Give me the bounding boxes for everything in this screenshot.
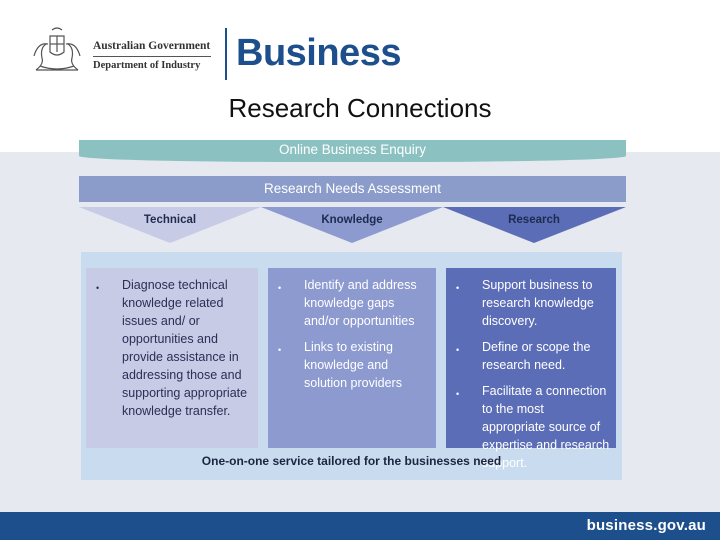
slide-title: Research Connections <box>0 92 720 124</box>
technical-column: • Diagnose technical knowledge related is… <box>86 268 258 448</box>
research-column: • Support business to research knowledge … <box>446 268 616 470</box>
enquiry-bar: Online Business Enquiry <box>79 140 626 162</box>
chevron-label-technical: Technical <box>143 214 197 226</box>
government-wordmark: Australian Government Department of Indu… <box>93 40 211 72</box>
bullet: • <box>278 345 282 355</box>
list-item-text: Diagnose technical knowledge related iss… <box>122 278 248 418</box>
bullet: • <box>96 283 100 293</box>
chevron-knowledge <box>261 207 443 243</box>
list-item: • Support business to research knowledge … <box>452 276 610 330</box>
bullet: • <box>456 345 460 355</box>
assessment-bar: Research Needs Assessment <box>79 176 626 202</box>
brand-divider <box>225 28 227 80</box>
technical-list: • Diagnose technical knowledge related is… <box>86 268 258 420</box>
list-item-text: Identify and address knowledge gaps and/… <box>304 278 417 328</box>
chevron-shapes <box>79 207 626 243</box>
coat-of-arms-icon <box>33 27 81 71</box>
services-panel: • Diagnose technical knowledge related is… <box>81 252 622 480</box>
list-item-text: Support business to research knowledge d… <box>482 278 594 328</box>
department-name: Department of Industry <box>93 60 201 71</box>
chevron-technical <box>79 207 261 243</box>
government-name: Australian Government <box>93 40 211 52</box>
footer-bar: business.gov.au <box>0 512 720 540</box>
list-item: • Diagnose technical knowledge related is… <box>92 276 252 420</box>
header: Australian Government Department of Indu… <box>0 0 720 88</box>
service-note: One-on-one service tailored for the busi… <box>201 454 502 468</box>
chevron-row: Technical Knowledge Research <box>79 207 626 247</box>
footer-url-link[interactable]: business.gov.au <box>586 517 706 534</box>
wordmark-rule <box>93 56 211 57</box>
list-item: • Facilitate a connection to the most app… <box>452 382 610 472</box>
list-item-text: Define or scope the research need. <box>482 340 591 372</box>
bullet: • <box>456 283 460 293</box>
knowledge-list: • Identify and address knowledge gaps and… <box>268 268 436 392</box>
research-list: • Support business to research knowledge … <box>446 268 616 472</box>
list-item-text: Facilitate a connection to the most appr… <box>482 384 610 470</box>
slide-title-text: Research Connections <box>228 93 492 123</box>
list-item: • Define or scope the research need. <box>452 338 610 374</box>
chevron-label-knowledge: Knowledge <box>321 214 383 226</box>
list-item: • Links to existing knowledge and solutio… <box>274 338 430 392</box>
bullet: • <box>278 283 282 293</box>
chevron-research <box>443 207 626 243</box>
chevron-label-research: Research <box>508 214 560 226</box>
brand-title: Business <box>236 32 401 74</box>
bullet: • <box>456 389 460 399</box>
list-item: • Identify and address knowledge gaps and… <box>274 276 430 330</box>
list-item-text: Links to existing knowledge and solution… <box>304 340 402 390</box>
knowledge-column: • Identify and address knowledge gaps and… <box>268 268 436 448</box>
